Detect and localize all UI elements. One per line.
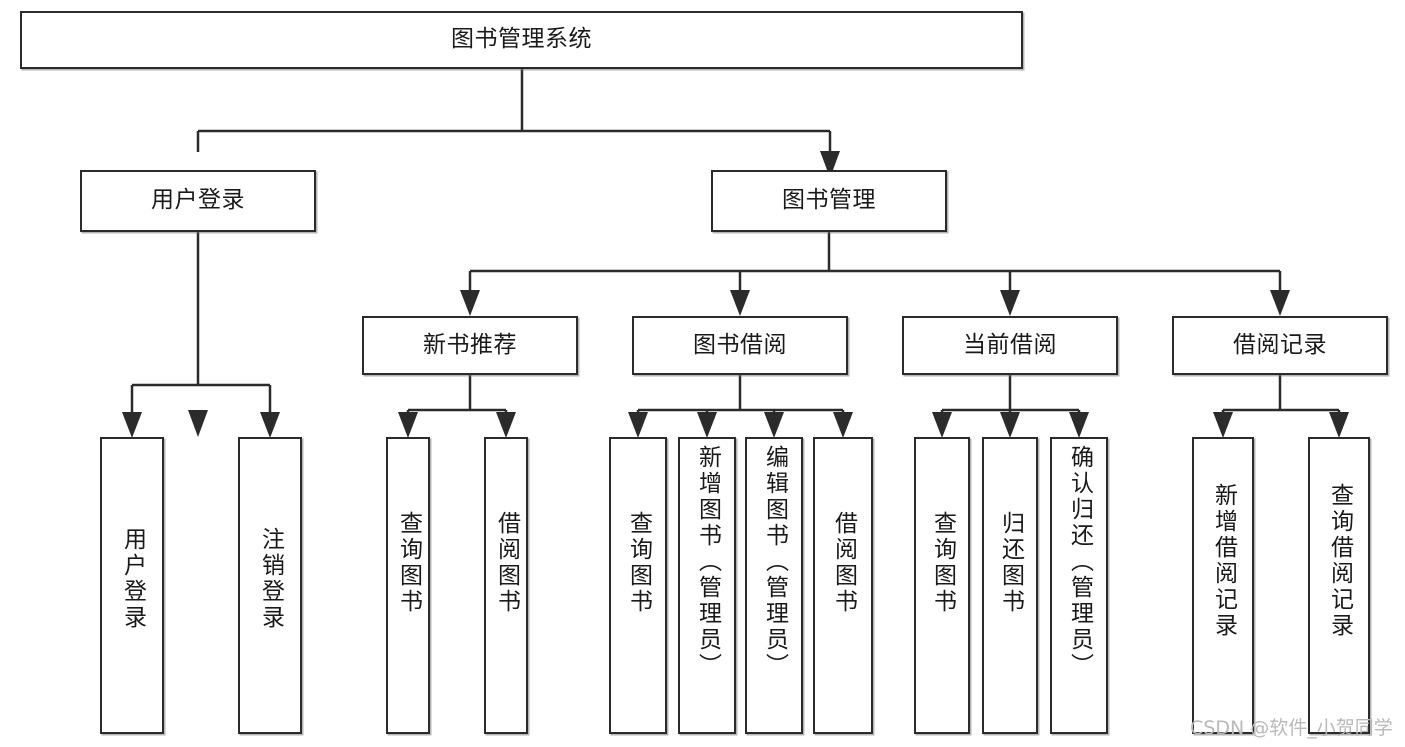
node-borrowing-records[interactable]: 借阅记录 <box>1172 316 1388 375</box>
node-leaf-borrow-book-recommendation[interactable]: 借阅图书 <box>484 437 528 734</box>
node-book-management[interactable]: 图书管理 <box>711 170 947 232</box>
node-leaf-add-borrowing-record[interactable]: 新增借阅记录 <box>1192 437 1254 734</box>
node-label: 注销登录 <box>257 527 284 631</box>
node-label: 查询图书 <box>395 511 422 615</box>
node-leaf-query-borrowing-record[interactable]: 查询借阅记录 <box>1308 437 1370 734</box>
node-label: 确认归还（管理员） <box>1066 445 1093 679</box>
node-user-login[interactable]: 用户登录 <box>80 170 316 232</box>
node-leaf-query-book-borrowing[interactable]: 查询图书 <box>609 437 667 734</box>
node-label: 图书管理系统 <box>451 26 592 53</box>
node-leaf-query-book-recommendation[interactable]: 查询图书 <box>386 437 430 734</box>
node-label: 借阅记录 <box>1233 331 1327 358</box>
node-label: 用户登录 <box>119 527 146 631</box>
node-root-book-management-system[interactable]: 图书管理系统 <box>20 11 1023 69</box>
node-label: 编辑图书（管理员） <box>761 445 788 679</box>
node-label: 新书推荐 <box>423 331 517 358</box>
node-leaf-return-book[interactable]: 归还图书 <box>982 437 1038 734</box>
node-label: 新增借阅记录 <box>1210 483 1237 639</box>
node-label: 图书管理 <box>782 187 876 214</box>
node-leaf-user-login[interactable]: 用户登录 <box>100 437 164 734</box>
node-label: 图书借阅 <box>693 331 787 358</box>
node-leaf-confirm-return-admin[interactable]: 确认归还（管理员） <box>1050 437 1108 734</box>
node-label: 借阅图书 <box>830 511 857 615</box>
node-label: 查询图书 <box>625 511 652 615</box>
node-label: 当前借阅 <box>963 331 1057 358</box>
node-leaf-borrow-book[interactable]: 借阅图书 <box>813 437 873 734</box>
node-new-book-recommendation[interactable]: 新书推荐 <box>362 316 578 375</box>
node-leaf-edit-book-admin[interactable]: 编辑图书（管理员） <box>745 437 803 734</box>
node-current-borrowing[interactable]: 当前借阅 <box>902 316 1118 375</box>
node-label: 用户登录 <box>151 187 245 214</box>
node-label: 查询图书 <box>929 511 956 615</box>
node-label: 归还图书 <box>997 511 1024 615</box>
node-label: 借阅图书 <box>493 511 520 615</box>
node-leaf-query-book-current[interactable]: 查询图书 <box>914 437 970 734</box>
node-leaf-user-logout[interactable]: 注销登录 <box>238 437 302 734</box>
node-book-borrowing[interactable]: 图书借阅 <box>632 316 848 375</box>
node-label: 新增图书（管理员） <box>694 445 721 679</box>
csdn-watermark: CSDN @软件_小贺同学 <box>1190 717 1393 739</box>
node-label: 查询借阅记录 <box>1326 483 1353 639</box>
node-leaf-add-book-admin[interactable]: 新增图书（管理员） <box>678 437 736 734</box>
